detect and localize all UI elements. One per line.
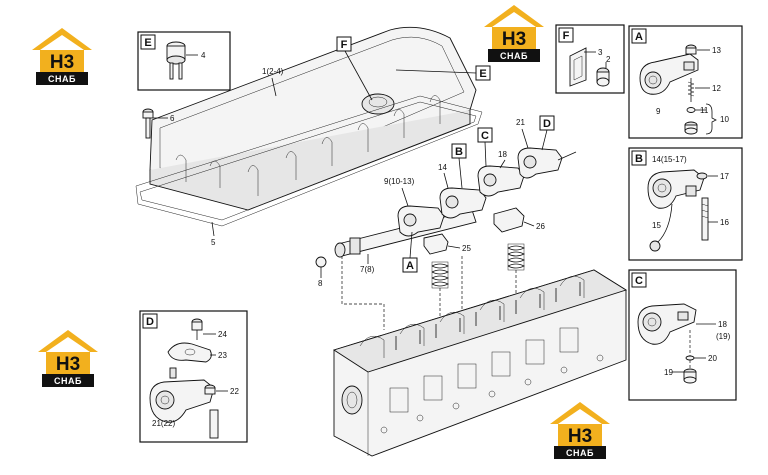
inset-e-letter: E [144,37,151,49]
callout-c-letter: C [481,130,489,142]
part-label: 10 [720,115,729,124]
rocker-arm [517,147,563,179]
valve-bridge [493,207,525,233]
pushrod-part [701,197,709,241]
logo-mark: H3 [56,354,80,375]
label-part-26: 26 [536,222,545,231]
part-label: 2 [606,55,611,64]
part-label: 13 [712,46,721,55]
part-label: 15 [652,221,661,230]
rocker-arm-part [637,303,697,345]
label-part-1: 1(2-4) [262,67,284,76]
logo-mark: H3 [50,52,74,73]
cap-part [696,172,708,180]
inset-c-letter: C [635,275,643,287]
cylinder-head [332,269,628,457]
shaft-plug [315,256,327,268]
sensor-part [166,41,186,80]
label-part-8: 8 [318,279,323,288]
inset-a-letter: A [635,31,643,43]
logo-subtitle: СНАБ [566,448,594,458]
inset-e: E 4 [137,31,231,91]
bracket-part [569,47,587,87]
inset-f: F 3 2 [555,24,625,94]
label-part-14: 14 [438,163,447,172]
rocker-arm [439,187,487,219]
logo-subtitle: СНАБ [500,51,528,61]
valve-bridge [423,233,449,255]
nut-part [649,240,661,252]
part-label: 3 [598,48,603,57]
part-label: 17 [720,172,729,181]
cap-part [204,384,216,395]
logo-subtitle: СНАБ [48,74,76,84]
part-label: 23 [218,351,227,360]
inset-d-letter: D [146,316,154,328]
part-label: 9 [656,107,661,116]
part-label: 16 [720,218,729,227]
inset-a: A 13 12 11 9 10 [628,25,743,139]
callout-b-letter: B [455,146,463,158]
part-label: 18 [718,320,727,329]
rocker-arm [477,165,525,197]
part-label: (19) [716,332,731,341]
brand-logo: H3 СНАБ [550,402,610,459]
part-label: 20 [708,354,717,363]
part-label: 22 [230,387,239,396]
callout-d-letter: D [543,118,551,130]
cap-part [683,368,697,384]
valve-spring [431,261,449,289]
logo-mark: H3 [568,426,592,447]
inset-b: B 14(15-17) 17 15 16 [628,147,743,261]
part-label: 21(22) [152,419,175,428]
label-part-18: 18 [498,150,507,159]
rocker-arm-part [639,53,699,95]
label-part-9: 9(10-13) [384,177,415,186]
screw-part [191,318,203,340]
part-label: 11 [700,106,709,115]
part-label: 12 [712,84,721,93]
logo-mark: H3 [502,29,526,50]
rocker-arm-part [647,169,705,209]
label-part-7: 7(8) [360,265,375,274]
cover-bolt [142,108,154,139]
label-part-21: 21 [516,118,525,127]
callout-f-letter: F [341,39,348,51]
brand-logo: H3 СНАБ [484,5,544,62]
pin-part [209,409,219,439]
part-label: 19 [664,368,673,377]
callout-f [336,36,352,52]
part-label: 14(15-17) [652,155,687,164]
rocker-arm-part [149,367,215,423]
inset-f-letter: F [563,30,570,42]
part-label: 4 [201,51,206,60]
brand-logo: H3 СНАБ [32,28,92,85]
label-part-25: 25 [462,244,471,253]
inset-c: C 18 (19) 20 19 [628,269,737,401]
cover-gasket [135,95,483,227]
bushing-part [596,67,610,87]
valve-spring [507,243,525,271]
brand-logo: H3 СНАБ [38,330,98,387]
inset-b-letter: B [635,153,643,165]
washer-part [685,355,695,361]
part-label: 24 [218,330,227,339]
label-part-5: 5 [211,238,216,247]
adjusting-screw-part [684,44,698,135]
rocker-arm [397,205,445,237]
clamp-plate-part [167,342,212,363]
callout-e-letter: E [479,68,486,80]
logo-group: H3 СНАБ H3 СНАБ H3 СНАБ H3 СНАБ [32,5,610,459]
logo-subtitle: СНАБ [54,376,82,386]
label-part-6: 6 [170,114,175,123]
inset-d: D 24 23 22 21(22) [139,310,248,443]
callout-a-letter: A [406,260,414,272]
